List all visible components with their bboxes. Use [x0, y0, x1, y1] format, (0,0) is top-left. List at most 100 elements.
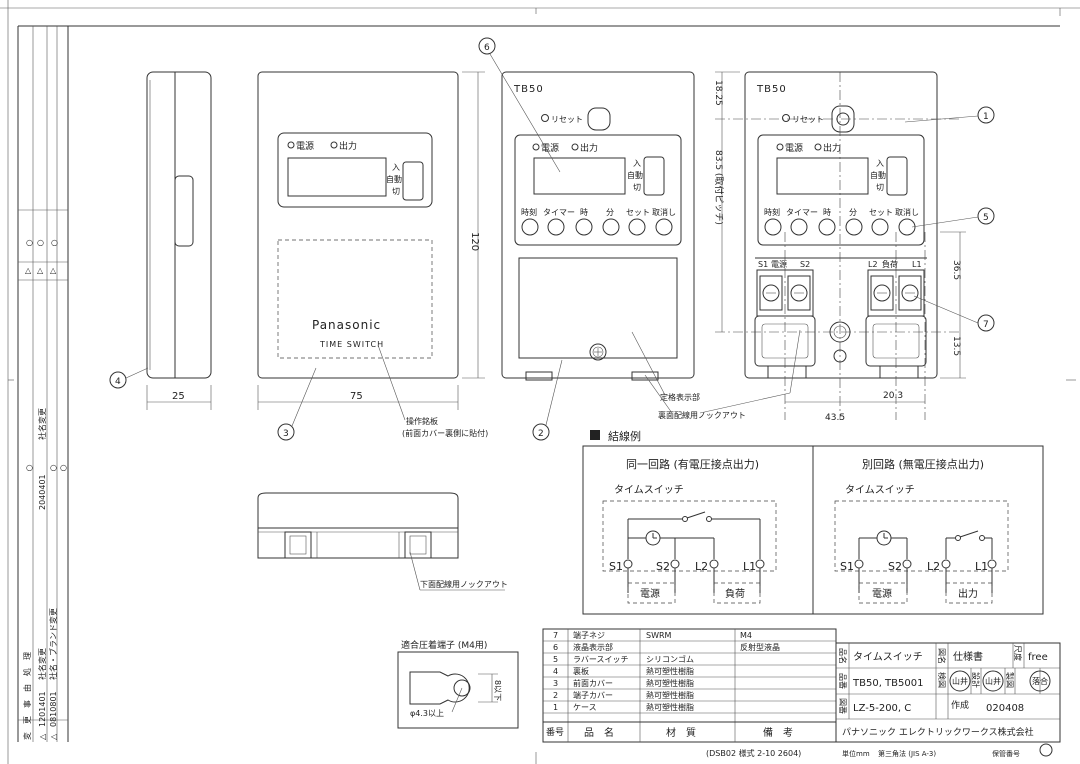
- button-label-clock: 時刻: [764, 207, 780, 217]
- part-no: 2: [553, 691, 558, 700]
- revision-date: 1201401: [38, 691, 47, 727]
- scale-value: free: [1028, 652, 1048, 663]
- wiring-terminal-l2: L2: [695, 560, 708, 573]
- part-remark: M4: [740, 631, 752, 640]
- label-approve: 検図: [937, 672, 947, 688]
- crimp-terminal-title: 適合圧着端子 (M4用): [401, 639, 487, 651]
- button-label-cancel: 取消し: [895, 207, 919, 217]
- dimension-height: 120: [469, 232, 480, 251]
- part-material: シリコンゴム: [646, 654, 694, 664]
- product-name: タイムスイッチ: [853, 651, 923, 663]
- wiring-heading: 結線例: [608, 429, 641, 443]
- switch-auto-label: 自動: [386, 174, 402, 184]
- wiring-power-label: 電源: [640, 587, 660, 600]
- terminal-l2-label: L2: [868, 260, 878, 269]
- part-no: 1: [553, 703, 558, 712]
- revision-mark: △: [50, 266, 57, 275]
- terminal-l1-label: L1: [912, 260, 922, 269]
- button-label-set: セット: [869, 208, 893, 217]
- bottom-view: 下面配線用ノックアウト: [257, 492, 508, 591]
- button-label-hour: 時: [823, 208, 831, 217]
- wiring-terminal-l2: L2: [927, 560, 940, 573]
- terminal-load-label: 負荷: [882, 259, 898, 269]
- revision-block: ○ ○ ○ △ △ △ ○ ○ ○ 変 更 事 由 処 理 △ 1201401 …: [18, 26, 69, 742]
- dimension-depth: 25: [172, 391, 185, 402]
- dimension-bottom-margin: 13.5: [951, 336, 961, 356]
- part-name: ケース: [573, 703, 597, 712]
- switch-off-label: 切: [876, 183, 884, 192]
- terminal-power-label: 電源: [771, 260, 787, 269]
- wiring-terminal-s2: S2: [888, 560, 902, 573]
- parts-table: 7 端子ネジ SWRM M4 6 液晶表示部 反射型液晶 5 ラバースイッチ シ…: [542, 628, 837, 743]
- button-label-timer: タイマー: [543, 208, 575, 217]
- part-name: ラバースイッチ: [573, 655, 629, 664]
- revision-note: 社名・ブランド変更: [48, 608, 58, 680]
- button-label-cancel: 取消し: [652, 207, 676, 217]
- part-material: 熱可塑性樹脂: [646, 702, 694, 712]
- part-material: 熱可塑性樹脂: [646, 666, 694, 676]
- table-header-remark: 備 考: [763, 726, 793, 739]
- terminal-s1-label: S1: [758, 260, 768, 269]
- projection-note: 第三角法 (JIS A-3): [878, 749, 936, 758]
- title-block: 品名 タイムスイッチ 図名 仕様書 尺度 free 品番 TB50, TB500…: [835, 642, 1061, 743]
- operation-plate-label: 操作銘板: [406, 416, 438, 426]
- button-label-timer: タイマー: [786, 208, 818, 217]
- units-note: 単位mm: [842, 749, 870, 758]
- wiring-terminal-s1: S1: [609, 560, 623, 573]
- revision-mark: △: [38, 733, 47, 740]
- crimp-hole-label: φ4.3以上: [410, 709, 444, 718]
- revision-mark: △: [37, 266, 44, 275]
- dimension-terminal-pitch: 43.5: [825, 413, 845, 423]
- revision-dot: ○: [26, 238, 33, 247]
- callout-1: 1: [983, 112, 989, 122]
- wiring-power-label: 電源: [872, 587, 892, 600]
- callout-5: 5: [983, 213, 989, 223]
- indicator-output-label: 出力: [339, 140, 357, 152]
- button-label-set: セット: [626, 208, 650, 217]
- wiring-terminal-s2: S2: [656, 560, 670, 573]
- part-material: 熱可塑性樹脂: [646, 678, 694, 688]
- reset-label: リセット: [792, 115, 824, 124]
- wiring-section: 結線例 同一回路 (有電圧接点出力) 別回路 (無電圧接点出力) タイムスイッチ…: [582, 429, 1044, 615]
- model-label: TB50: [756, 84, 787, 95]
- callout-2: 2: [538, 429, 544, 439]
- label-drawing-name: 図名: [937, 648, 947, 664]
- storage-label: 保管番号: [992, 749, 1020, 758]
- part-name: 端子カバー: [573, 690, 613, 700]
- indicator-output-label: 出力: [823, 142, 841, 154]
- separate-circuit-title: 別回路 (無電圧接点出力): [862, 457, 984, 471]
- label-drawing-no: 図番: [838, 698, 848, 714]
- part-number: TB50, TB5001: [852, 678, 923, 689]
- drawer-stamp: 落合: [1032, 676, 1048, 686]
- revision-dot: ○: [50, 463, 57, 472]
- time-switch-label: タイムスイッチ: [614, 484, 684, 496]
- callout-3: 3: [283, 429, 289, 439]
- model-label: TB50: [513, 84, 544, 95]
- button-label-hour: 時: [580, 208, 588, 217]
- side-view: 25 4: [109, 71, 212, 410]
- table-header-material: 材 質: [666, 726, 696, 739]
- part-material: SWRM: [646, 631, 672, 640]
- product-label: TIME SWITCH: [319, 340, 384, 349]
- label-design: 設計: [971, 672, 981, 688]
- wiring-load-label: 負荷: [725, 588, 745, 600]
- rear-view: TB50 リセット 電源 出力 入 自動 切 時刻 タイマー 時 分 セット 取…: [699, 71, 995, 423]
- switch-on-label: 入: [633, 159, 641, 168]
- part-name: 液晶表示部: [573, 642, 613, 652]
- same-circuit-title: 同一回路 (有電圧接点出力): [626, 457, 759, 471]
- part-name: 前面カバー: [573, 678, 613, 688]
- crimp-width-label: 8以下: [493, 680, 502, 701]
- indicator-power-label: 電源: [541, 143, 559, 154]
- operation-plate-note: (前面カバー裏側に貼付): [402, 428, 488, 438]
- label-scale: 尺度: [1013, 645, 1023, 661]
- revision-dot: ○: [51, 238, 58, 247]
- company-name: パナソニック エレクトリックワークス株式会社: [842, 726, 1034, 738]
- footer: (DSB02 様式 2-10 2604) 単位mm 第三角法 (JIS A-3)…: [706, 743, 1053, 758]
- button-label-minute: 分: [849, 208, 857, 217]
- wiring-terminal-s1: S1: [840, 560, 854, 573]
- reset-label: リセット: [551, 115, 583, 124]
- brand-label: Panasonic: [312, 318, 381, 332]
- part-no: 4: [553, 667, 558, 676]
- label-name: 品名: [838, 648, 848, 664]
